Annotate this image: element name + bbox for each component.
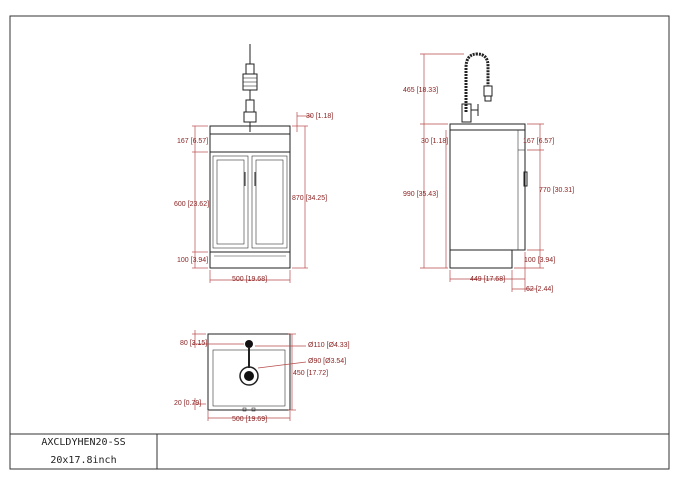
side-counter <box>449 123 526 131</box>
side-dim-faucet: 465 [18.33] <box>403 87 438 94</box>
side-dim-depth: 449 [17.68] <box>470 276 505 283</box>
top-counter-outline <box>207 333 291 411</box>
top-dim-rear: 20 [0.79] <box>174 400 201 407</box>
side-base <box>449 249 513 269</box>
side-view: 465 [18.33] 30 [1.18] 990 [35.43] 167 [6… <box>403 52 574 293</box>
side-dim-deck: 30 [1.18] <box>421 138 448 145</box>
front-base <box>209 251 291 269</box>
top-dim-faucet-offset: 80 [3.15] <box>180 340 207 347</box>
top-dim-faucet-dia: Ø110 [Ø4.33] <box>308 342 350 349</box>
side-dim-base: 100 [3.94] <box>524 257 555 264</box>
side-dim-drawer: 167 [6.57] <box>523 138 554 145</box>
side-dim-toe: 62 [2.44] <box>526 286 553 293</box>
top-drain-outer <box>239 366 259 386</box>
product-size: 20x17.8inch <box>50 455 117 466</box>
side-handle <box>523 171 528 187</box>
side-cabinet-body <box>449 129 526 251</box>
front-dim-width: 500 [19.68] <box>232 276 267 283</box>
sheet-border <box>9 15 670 470</box>
top-dim-drain-dia: Ø90 [Ø3.54] <box>308 358 346 365</box>
front-drawer <box>209 133 291 153</box>
top-dim-width: 500 [19.69] <box>232 416 267 423</box>
side-dim-cabinet: 770 [30.31] <box>539 187 574 194</box>
front-dim-cabinet: 600 [23.62] <box>174 201 209 208</box>
front-dim-base: 100 [3.94] <box>177 257 208 264</box>
front-door-right <box>251 155 288 249</box>
side-dim-total: 990 [35.43] <box>403 191 438 198</box>
model-number: AXCLDYHEN20-SS <box>41 437 126 448</box>
front-dim-overall: 870 [34.25] <box>292 195 327 202</box>
front-dim-drawer: 167 [6.57] <box>177 138 208 145</box>
front-view: 30 [1.18] 167 [6.57] 600 [23.62] 870 [34… <box>174 44 333 283</box>
top-drain-inner <box>244 371 254 381</box>
front-dim-top-right: 30 [1.18] <box>306 113 333 120</box>
title-block <box>9 433 670 470</box>
top-faucet-hole <box>245 340 253 348</box>
front-cabinet-body <box>209 151 291 253</box>
front-door-left <box>212 155 249 249</box>
top-dim-depth: 450 [17.72] <box>293 370 328 377</box>
top-view: 80 [3.15] Ø110 [Ø4.33] Ø90 [Ø3.54] 450 [… <box>174 330 350 423</box>
side-faucet-spring <box>464 52 490 112</box>
front-faucet <box>242 44 258 132</box>
